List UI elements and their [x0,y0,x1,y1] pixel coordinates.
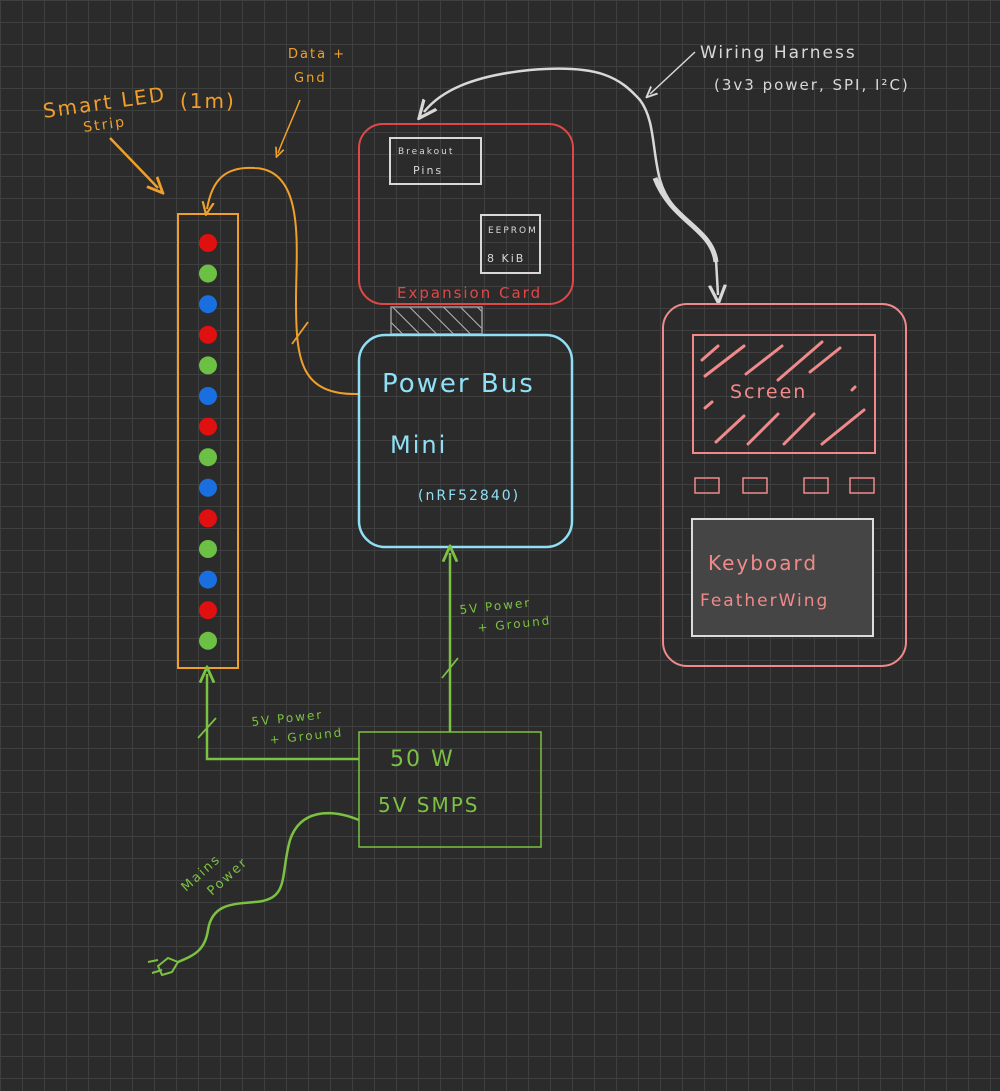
led-green [199,356,217,375]
power-bus-mini: Power Bus Mini (nRF52840) [357,333,574,549]
data-gnd-line2: Gnd [294,71,327,86]
breakout-pins-box [389,137,482,185]
wiring-harness-cable-thick [652,177,719,263]
wiring-harness-label: Wiring Harness (3v3 power, SPI, I²C) [700,43,910,94]
led-red [199,601,217,620]
device-body [662,303,907,667]
power-label-to-leds-line2: + Ground [269,725,344,747]
device-button-3 [803,477,829,494]
screen [692,334,876,454]
device-button-4 [849,477,875,494]
breakout-pins-label-2: Pins [413,164,443,177]
led-red [199,509,217,528]
mains-power-label: Mains Power [179,852,252,899]
led-group [199,234,217,650]
power-line-to-leds [207,674,359,761]
expansion-card: Breakout Pins EEPROM 8 KiB Expansion Car… [358,123,574,305]
led-data-cable-tick [291,321,309,345]
power-bus-body [357,333,574,549]
led-green [199,631,217,650]
data-gnd-label: Data + Gnd [288,47,346,86]
mains-cable [177,811,360,964]
screen-label: Screen [730,381,807,403]
power-bus-label-1: Power Bus [382,369,535,399]
led-strip-title-line2: Strip [82,114,127,136]
led-green [199,540,217,558]
power-bus-label-2: Mini [390,431,447,459]
smps: 50 W 5V SMPS [358,731,542,848]
led-blue [199,570,217,589]
power-label-to-leds-line1: 5V Power [251,708,324,729]
power-label-to-bus-line1: 5V Power [459,596,532,617]
led-strip [177,213,239,669]
smps-label-2: 5V SMPS [378,793,479,817]
power-label-to-leds: 5V Power + Ground [251,708,344,747]
keyboard-label-1: Keyboard [708,551,818,575]
device-button-2 [742,477,768,494]
power-label-to-bus-line2: + Ground [477,613,552,635]
led-green [199,264,217,283]
wiring-harness-cable [424,67,718,295]
expansion-card-label: Expansion Card [397,284,542,302]
led-strip-pointer-arrow [109,137,158,188]
led-blue [199,478,217,497]
led-blue [199,387,217,405]
power-line-to-leds-tick [197,717,217,739]
screen-glare-marks [700,340,866,446]
device: Screen Keyboard FeatherWing [662,303,907,667]
led-data-cable [207,166,359,396]
led-red [199,325,217,344]
smps-label-1: 50 W [390,747,455,772]
plug-icon [147,956,180,977]
led-blue [199,295,217,314]
led-green [199,448,217,467]
led-red [199,234,217,252]
device-button-1 [694,477,720,494]
card-connector [390,306,483,335]
power-line-to-bus-tick [441,657,459,679]
keyboard-featherwing [691,518,874,637]
keyboard-label-2: FeatherWing [700,591,829,611]
eeprom-label-1: EEPROM [488,226,538,236]
power-label-to-bus: 5V Power + Ground [459,596,552,635]
led-strip-length: (1m) [180,89,236,113]
led-red [199,417,217,436]
wiring-harness-pointer-arrow [650,51,696,94]
led-strip-title: Smart LED Strip (1m) [41,82,236,136]
breakout-pins-label-1: Breakout [398,147,454,157]
wiring-harness-detail: (3v3 power, SPI, I²C) [714,76,910,94]
data-gnd-line1: Data + [288,47,346,62]
eeprom-label-2: 8 KiB [487,252,525,265]
wiring-harness-title: Wiring Harness [700,43,857,63]
data-gnd-pointer-arrow [278,99,301,153]
power-bus-chip: (nRF52840) [418,488,520,504]
